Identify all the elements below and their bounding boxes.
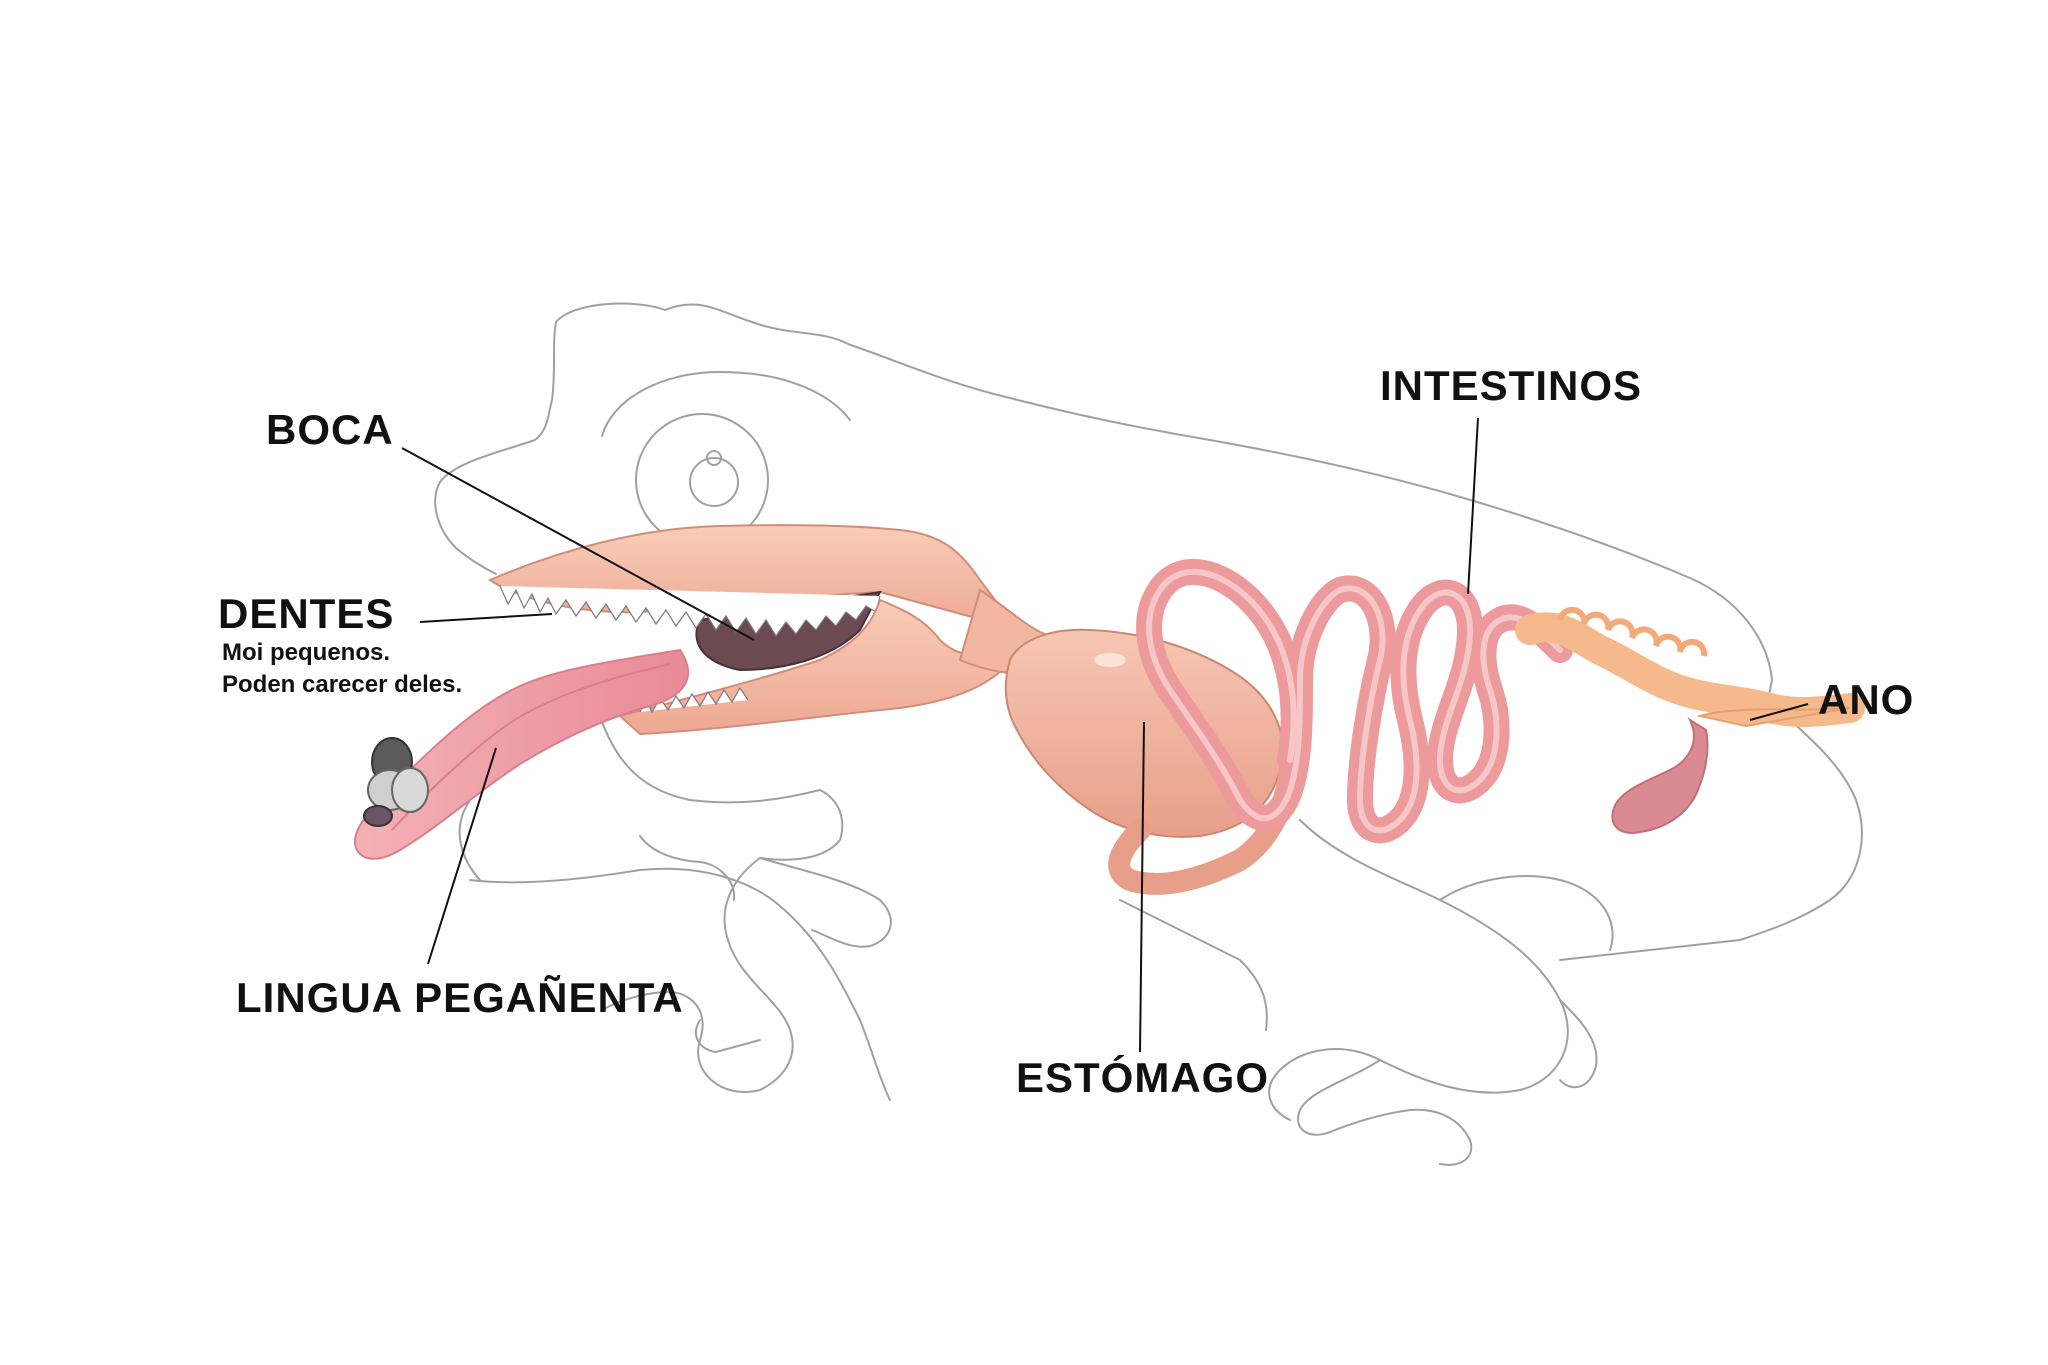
rectum [1699,707,1851,728]
label-estomago: ESTÓMAGO [1016,1053,1269,1101]
digestive-tract [353,524,1865,895]
front-foot-outline [759,857,892,948]
boca-leader [401,447,755,641]
eye-ridge-outline [601,371,851,437]
label-dentes-note-2: Poden carecer deles. [222,671,462,698]
label-dentes: DENTES [218,590,394,637]
estomago-leader [1139,721,1145,1053]
arm-outline [469,867,891,1101]
front-toe-outline [639,835,736,901]
hind-foot-outline [1297,1059,1473,1166]
lower-teeth [639,686,749,714]
snout-outline [434,481,497,575]
upper-teeth [499,585,881,638]
hand-outline [695,1019,761,1053]
small-intestine-highlight [1146,569,1563,834]
large-intestine-bumps [1557,606,1708,657]
ano-leader [1749,703,1809,721]
tongue [353,648,690,860]
dentes-leader [419,613,553,623]
label-intestinos: INTESTINOS [1380,362,1642,409]
label-lingua: LINGUA PEGAÑENTA [236,974,684,1021]
intestinos-leader [1467,417,1479,595]
leader-lines [401,417,1809,1053]
eye-pupil-outline [689,457,739,507]
label-dentes-note-1: Moi pequenos. [222,639,390,666]
label-ano: ANO [1818,676,1914,723]
lower-body-outline [1119,899,1268,1031]
bladder [1611,717,1709,834]
labels: BOCA DENTES Moi pequenos. Poden carecer … [218,362,1914,1101]
stomach-highlight [1094,653,1126,667]
label-boca: BOCA [266,406,394,453]
frog-body-outline [439,302,1863,961]
fly [363,737,429,827]
lingua-leader [427,747,497,965]
front-leg-outline [599,715,844,1093]
eye-highlight-outline [706,450,722,466]
hind-leg-outline [1268,819,1569,1121]
hind-toe-outline [1559,999,1598,1089]
thigh-outline [1439,875,1614,951]
